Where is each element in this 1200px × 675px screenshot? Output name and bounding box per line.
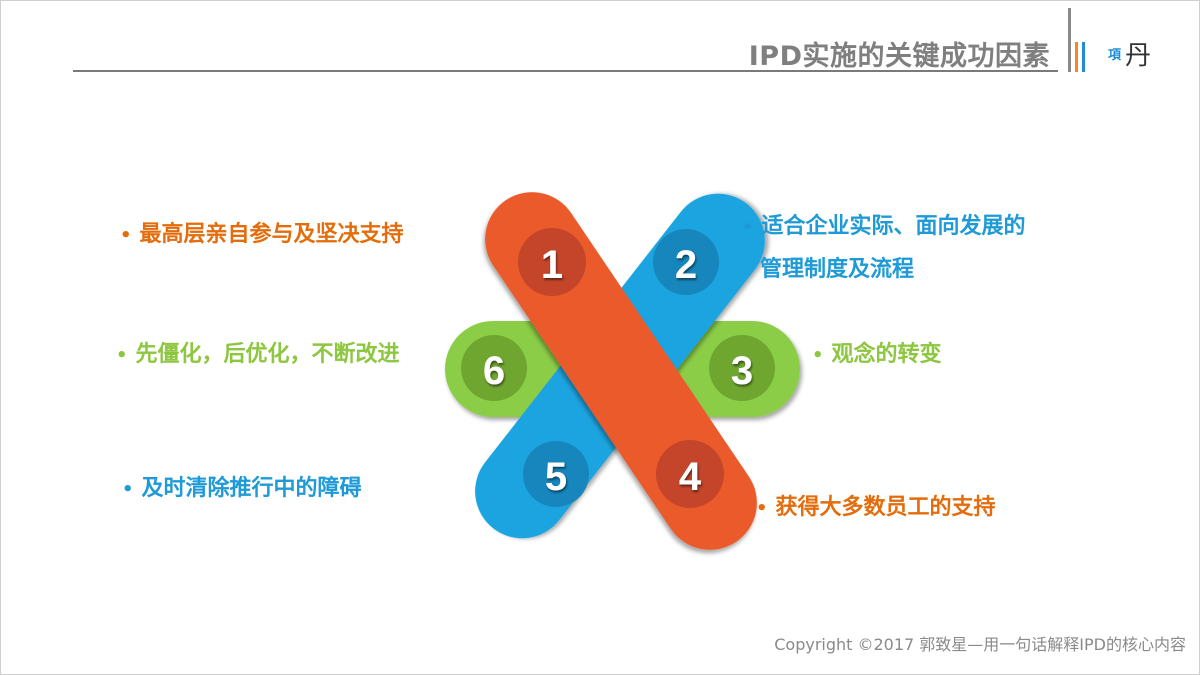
factor-2-label: •适合企业实际、面向发展的 管理制度及流程	[742, 214, 1026, 282]
logo-small-text: 項	[1108, 47, 1122, 63]
node-5-number: 5	[545, 455, 567, 499]
factor-4-label: •获得大多数员工的支持	[756, 495, 996, 520]
node-6-number: 6	[483, 349, 505, 393]
node-1: 1	[518, 228, 586, 296]
logo-bars-icon	[1066, 8, 1088, 72]
node-3-number: 3	[731, 349, 753, 393]
node-1-number: 1	[541, 243, 563, 287]
node-2: 2	[653, 229, 719, 295]
factor-1-label: •最高层亲自参与及坚决支持	[120, 222, 404, 247]
factor-1-text: 最高层亲自参与及坚决支持	[139, 222, 404, 247]
factor-5-label: •及时清除推行中的障碍	[122, 476, 362, 501]
node-4: 4	[656, 440, 724, 508]
node-5: 5	[523, 441, 589, 507]
copyright-footer: Copyright ©2017 郭致星—用一句话解释IPD的核心内容	[774, 635, 1186, 654]
logo: 項 丹	[1108, 38, 1151, 71]
factor-5-text: 及时清除推行中的障碍	[141, 476, 362, 501]
node-2-number: 2	[675, 243, 697, 287]
factor-4-text: 获得大多数员工的支持	[775, 495, 996, 520]
node-4-number: 4	[679, 455, 702, 499]
factor-6-text: 先僵化，后优化，不断改进	[135, 342, 400, 367]
logo-big-text: 丹	[1125, 40, 1152, 71]
header-divider	[73, 70, 1058, 72]
node-6: 6	[461, 335, 527, 401]
page-title: IPD实施的关键成功因素	[748, 41, 1050, 72]
factor-2-text-line1: 适合企业实际、面向发展的	[761, 214, 1026, 239]
node-3: 3	[709, 335, 775, 401]
factor-2-text-line2: 管理制度及流程	[760, 257, 915, 282]
factor-3-label: •观念的转变	[812, 342, 942, 367]
factor-6-label: •先僵化，后优化，不断改进	[116, 342, 400, 367]
factor-3-text: 观念的转变	[831, 342, 942, 367]
